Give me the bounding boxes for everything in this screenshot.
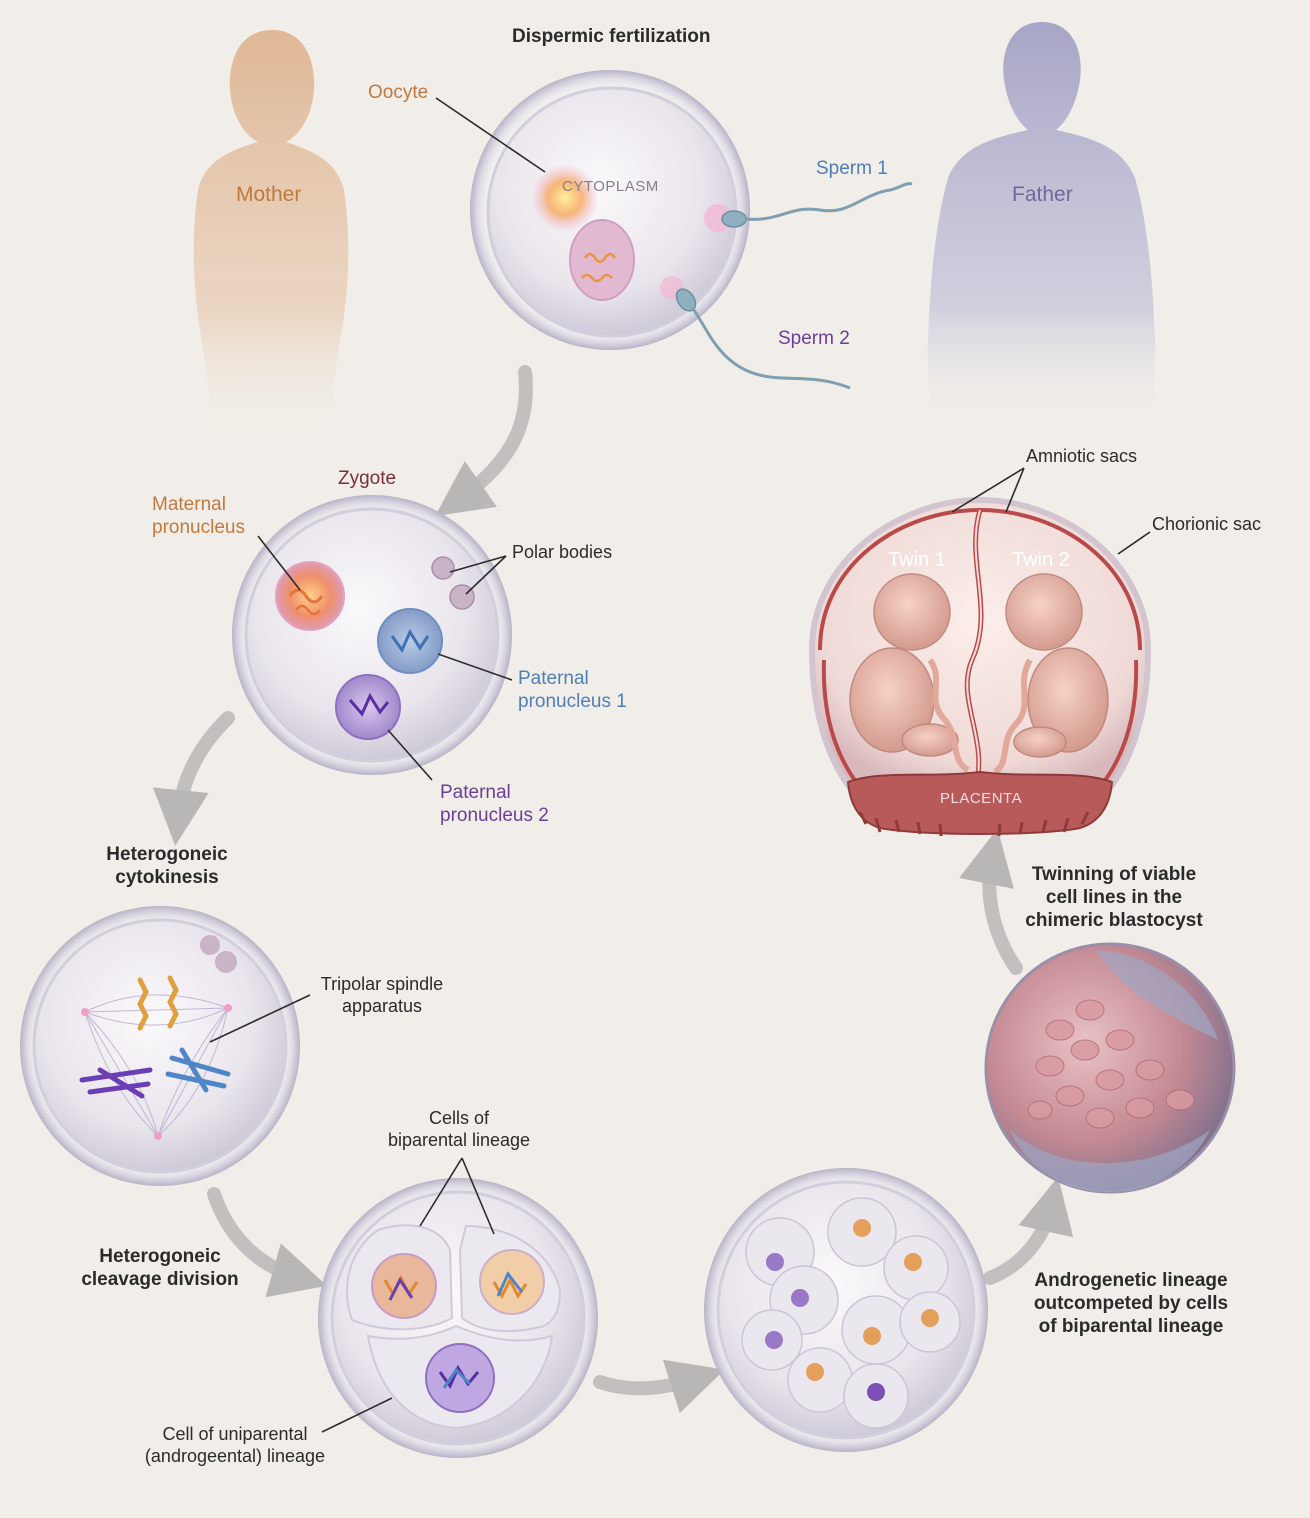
maternal-pronucleus <box>275 561 345 631</box>
leader-oocyte <box>435 97 546 173</box>
mother-silhouette <box>193 30 349 440</box>
cytoplasm-label: CYTOPLASM <box>562 178 659 195</box>
arrow-cytokinesis-to-cleavage <box>207 1187 327 1298</box>
sperm-2 <box>675 288 851 390</box>
leader-lines <box>209 97 1151 1433</box>
sperm-1 <box>721 182 913 228</box>
paternal-pronucleus-1-label: Paternal pronucleus 1 <box>518 668 627 712</box>
paternal-pronucleus-1 <box>377 608 443 674</box>
arrow-blastocyst-to-twins <box>959 828 1023 975</box>
polar-body-1 <box>431 556 455 580</box>
leader-paternal-2 <box>387 729 433 781</box>
twin-1-fetus <box>849 573 959 757</box>
cleavage-cell <box>318 1178 598 1458</box>
chorionic-sac-label: Chorionic sac <box>1152 514 1262 534</box>
leader-chorionic <box>1117 531 1151 555</box>
leader-tripolar-spindle <box>209 994 311 1043</box>
mother-label: Mother <box>236 183 302 206</box>
paternal-pronucleus-2 <box>335 674 401 740</box>
amniotic-sacs-label: Amniotic sacs <box>1026 446 1138 466</box>
blastocyst-cell <box>984 942 1236 1194</box>
chorionic-sac <box>808 496 1152 837</box>
maternal-chromosomes <box>137 975 179 1031</box>
paternal-chromosomes-purple <box>79 1067 153 1099</box>
morula-cell <box>704 1168 988 1452</box>
blastocyst-texture <box>1027 999 1195 1129</box>
oocyte-cell <box>470 70 750 350</box>
father-silhouette <box>927 22 1156 430</box>
diagram-title: Dispermic fertilization <box>512 26 711 47</box>
arrow-morula-to-blastocyst <box>983 1176 1074 1285</box>
twin-2-label: Twin 2 <box>1012 549 1070 571</box>
leader-uniparental <box>321 1397 393 1433</box>
arrow-oocyte-to-zygote <box>435 365 533 517</box>
cytokinesis-heading: Heterogoneic cytokinesis <box>106 844 228 888</box>
leader-maternal-pronucleus <box>257 535 301 591</box>
cytokinesis-cell <box>20 906 300 1186</box>
paternal-pronucleus-2-label: Paternal pronucleus 2 <box>440 782 549 826</box>
oocyte-glow <box>531 164 599 232</box>
sperm-1-label: Sperm 1 <box>816 158 888 179</box>
twin-2-fetus <box>1005 573 1109 758</box>
maternal-pronucleus-label: Maternal pronucleus <box>152 494 245 538</box>
oocyte-label: Oocyte <box>368 82 429 103</box>
cleavage-heading: Heterogoneic cleavage division <box>81 1246 239 1290</box>
father-label: Father <box>1012 183 1073 206</box>
blastocyst-caption: Twinning of viable cell lines in the chi… <box>1025 864 1203 931</box>
tripolar-spindle-label: Tripolar spindle apparatus <box>320 974 444 1016</box>
polar-bodies-label: Polar bodies <box>512 542 613 562</box>
leader-polar-bodies-1 <box>449 555 507 573</box>
polar-body-2 <box>449 584 475 610</box>
leader-polar-bodies-2 <box>465 555 507 595</box>
twin-1-label: Twin 1 <box>888 549 946 571</box>
sperm-2-label: Sperm 2 <box>778 328 850 349</box>
leader-biparental-1 <box>419 1157 463 1227</box>
leader-paternal-1 <box>437 653 513 681</box>
arrow-cleavage-to-morula <box>593 1359 725 1414</box>
placenta-label: PLACENTA <box>940 790 1023 807</box>
leader-amniotic-2 <box>1005 467 1025 513</box>
paternal-chromosomes-blue <box>165 1047 231 1093</box>
zygote-label: Zygote <box>338 468 397 489</box>
arrow-zygote-to-cytokinesis <box>152 711 235 846</box>
flow-arrows <box>152 365 1074 1414</box>
morula-nuclei <box>765 1219 939 1401</box>
morula-caption: Androgenetic lineage outcompeted by cell… <box>1033 1270 1229 1337</box>
biparental-cells-label: Cells of biparental lineage <box>387 1108 531 1150</box>
zygote-cell <box>232 495 512 775</box>
leader-amniotic-1 <box>951 467 1025 513</box>
uniparental-cell-label: Cell of uniparental (androgeental) linea… <box>144 1424 326 1466</box>
leader-biparental-2 <box>461 1157 495 1235</box>
